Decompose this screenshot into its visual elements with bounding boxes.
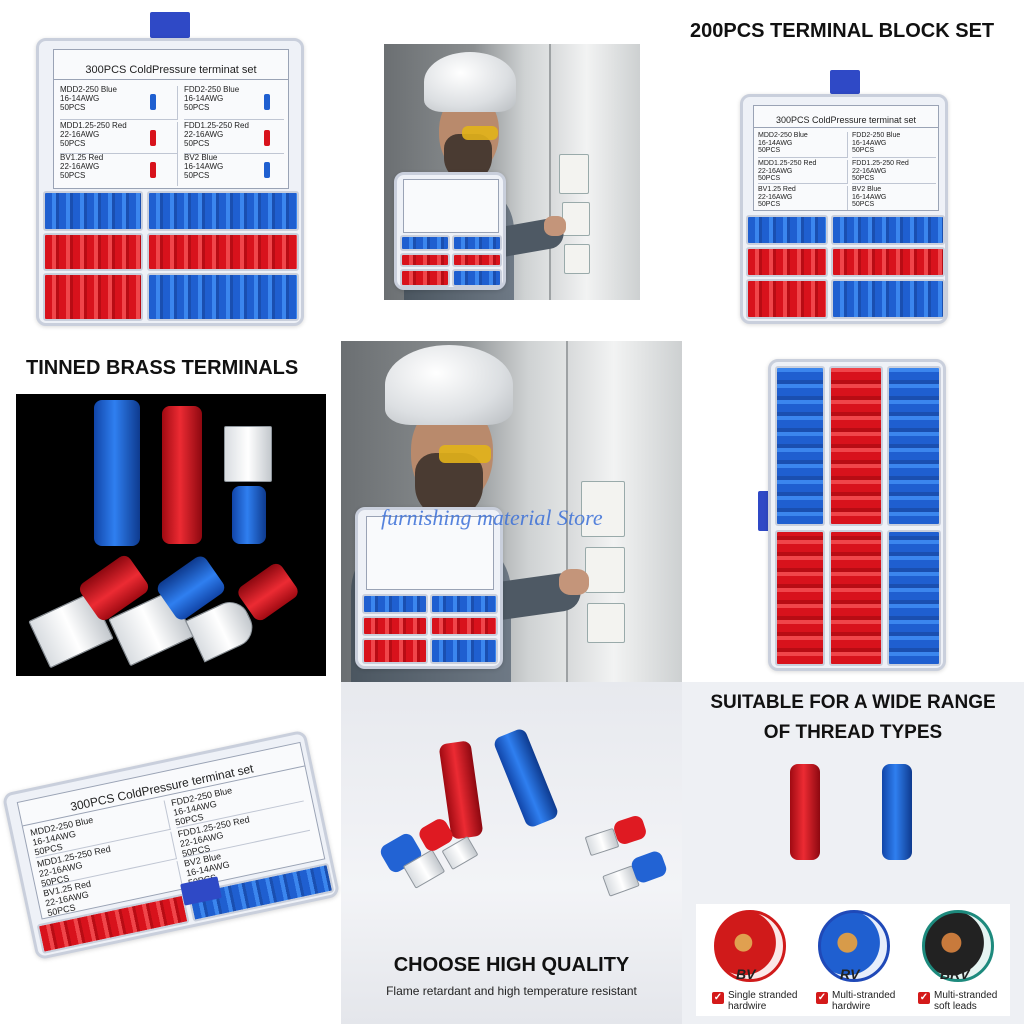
blue-insulated-sleeve [232,486,266,544]
red-butt-connectors-compartment [43,273,143,321]
product-box-photo-3 [682,341,1024,682]
label-cell: BV1.25 Red 22-16AWG 50PCS [758,186,848,210]
electrician-photo-small [384,44,640,300]
wire-desc-brv: Multi-stranded soft leads [934,990,998,1012]
red-butt-connector [162,406,202,544]
caption-suitable-line2: OF THREAD TYPES [763,722,943,743]
box-label-title: 300PCS ColdPressure terminat set [754,112,938,128]
wire-code-rv: RV [840,966,860,982]
label-cell: FDD2-250 Blue 16-14AWG 50PCS [184,85,284,120]
wire-code-bv: BV [736,966,756,982]
choose-quality-photo: CHOOSE HIGH QUALITY Flame retardant and … [341,682,682,1024]
female-spade-terminal [224,426,272,482]
electrician-photo-large: furnishing material Store [341,341,682,682]
check-icon: ✓ [712,992,724,1004]
bv-wire-icon [714,910,786,982]
label-cell: FDD1.25-250 Red 22-16AWG 50PCS [184,121,284,154]
box-label-title: 300PCS ColdPressure terminat set [54,60,288,80]
product-box-photo-1: 300PCS ColdPressure terminat set MDD2-25… [0,0,341,341]
blue-terminals-compartment [43,191,143,231]
caption-tinned-brass: TINNED BRASS TERMINALS [26,357,299,379]
blue-butt-connector [94,400,140,546]
wire-types-photo: SUITABLE FOR A WIDE RANGE OF THREAD TYPE… [682,682,1024,1024]
caption-choose-high-quality: CHOOSE HIGH QUALITY [393,954,630,976]
blue-terminals-compartment [147,191,299,231]
product-box-photo-2: 300PCS ColdPressure terminat set MDD2-25… [730,70,960,330]
terminal-box-small [394,172,506,290]
caption-terminal-block-set: 200PCS TERMINAL BLOCK SET [690,20,995,42]
label-cell: BV2 Blue 16-14AWG 50PCS [852,186,887,209]
label-cell: BV1.25 Red 22-16AWG 50PCS [60,153,178,186]
terminal-box: 300PCS ColdPressure terminat set MDD2-25… [36,38,304,326]
product-box-photo-4: 300PCS ColdPressure terminat set MDD2-25… [0,700,341,1024]
wire-desc-rv: Multi-stranded hardwire [832,990,896,1012]
label-cell: FDD1.25-250 Red 22-16AWG 50PCS [852,160,936,184]
store-watermark: furnishing material Store [381,505,603,530]
brv-wire-icon [922,910,994,982]
label-cell: BV2 Blue 16-14AWG 50PCS [184,153,224,180]
terminal-box-large [355,507,503,669]
red-terminals-compartment [43,233,143,271]
rv-wire-icon [818,910,890,982]
box-latch [150,12,190,38]
blue-butt-connector [882,764,912,860]
caption-flame-retardant: Flame retardant and high temperature res… [386,984,637,998]
label-cell: MDD2-250 Blue 16-14AWG 50PCS [758,132,848,158]
label-cell: MDD2-250 Blue 16-14AWG 50PCS [60,85,178,120]
wire-desc-bv: Single stranded hardwire [728,990,798,1012]
tinned-brass-terminals-photo [16,394,326,676]
box-label: 300PCS ColdPressure terminat set MDD2-25… [53,49,289,189]
hard-hat [385,345,513,425]
caption-suitable-line1: SUITABLE FOR A WIDE RANGE [710,692,996,713]
label-cell: FDD2-250 Blue 16-14AWG 50PCS [852,132,936,158]
check-icon: ✓ [816,992,828,1004]
check-icon: ✓ [918,992,930,1004]
red-insulated-sleeve [612,813,648,847]
red-butt-connector [790,764,820,860]
hard-hat [424,52,516,112]
wire-types-panel: BV RV BRV ✓ Single stranded hardwire ✓ M… [696,904,1010,1016]
blue-butt-connectors-compartment [147,273,299,321]
red-terminals-compartment [147,233,299,271]
label-cell: MDD1.25-250 Red 22-16AWG 50PCS [758,160,848,184]
label-cell: MDD1.25-250 Red 22-16AWG 50PCS [60,121,178,154]
blue-butt-connector [492,727,560,829]
wire-code-brv: BRV [940,966,970,982]
